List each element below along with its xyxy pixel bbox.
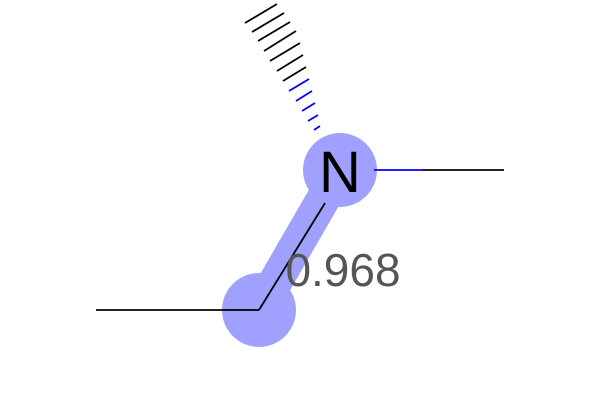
atom-label-nitrogen: N: [319, 140, 361, 205]
highlight-value-label: 0.968: [285, 244, 400, 296]
highlighted-atom-nitrogen: [303, 133, 377, 207]
bond-n-c-diagonal: [258, 202, 326, 311]
hashed-wedge-bond: [244, 3, 321, 131]
bonds-layer: [96, 3, 504, 311]
